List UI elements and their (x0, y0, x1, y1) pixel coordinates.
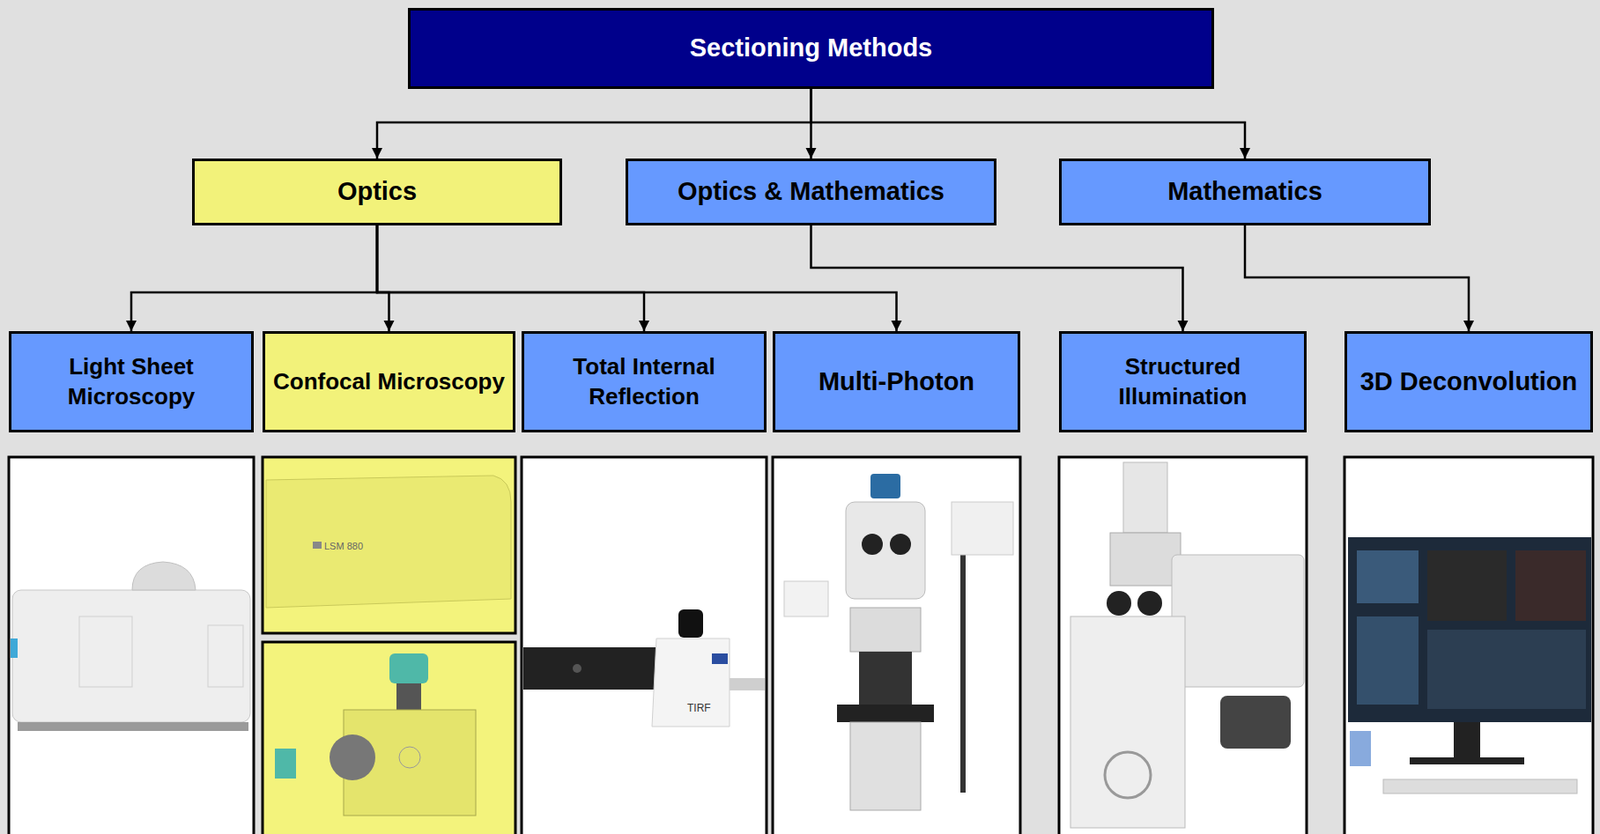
slider-bar (523, 647, 674, 690)
cable (729, 678, 765, 691)
node-label: Optics & Mathematics (672, 175, 950, 209)
connector-arrow (1244, 225, 1469, 332)
connector-arrow (811, 88, 1246, 159)
node-label: Structured Illumination (1061, 352, 1304, 413)
stand-pole (960, 519, 966, 793)
method-box: Multi-Photon (772, 331, 1021, 433)
screen-panel (1427, 629, 1586, 710)
photo-frame (1059, 457, 1307, 834)
dial (399, 747, 421, 769)
brand-mark (312, 541, 322, 549)
monitor-screen (1348, 537, 1592, 723)
brand-mark (711, 653, 728, 665)
device-port (10, 638, 18, 659)
camera (389, 653, 429, 684)
method-box: 3D Deconvolution (1344, 331, 1593, 433)
stage (837, 704, 934, 723)
eyepiece (861, 533, 883, 556)
lamp-house (1123, 462, 1168, 534)
keyboard (1383, 779, 1578, 794)
connector-arrow (131, 225, 378, 332)
monitor-foot (1409, 757, 1525, 765)
eyepiece (889, 533, 912, 556)
node-label: Light Sheet Microscopy (11, 352, 252, 413)
camera (870, 474, 901, 499)
node-label: Mathematics (1162, 175, 1328, 209)
monitor-stand (1453, 722, 1481, 758)
method-box: Light Sheet Microscopy (8, 331, 254, 433)
focus-knob (1104, 752, 1151, 799)
objective (329, 734, 376, 781)
camera (1220, 696, 1291, 749)
node-label: Total Internal Reflection (524, 352, 764, 413)
objective-turret (859, 651, 912, 705)
camera-mount (396, 683, 422, 711)
node-label: Confocal Microscopy (267, 367, 511, 398)
method-box: Total Internal Reflection (521, 331, 767, 433)
category-box: Mathematics (1059, 158, 1431, 226)
photo-text: TIRF (687, 702, 712, 715)
eyepiece (1106, 591, 1132, 616)
root-box: Sectioning Methods (407, 7, 1215, 89)
screen-panel (1427, 550, 1507, 622)
device-dome (132, 562, 196, 591)
microscope-base (850, 722, 921, 811)
photo-frame (1344, 457, 1593, 834)
screen-panel (1356, 616, 1419, 705)
screen-panel (1356, 550, 1419, 604)
connector-arrow (377, 225, 390, 332)
microscope-body (850, 607, 921, 652)
screen-panel (1515, 550, 1586, 622)
microscope-head (845, 502, 926, 600)
laser-port (784, 581, 829, 617)
connector-arrow (811, 225, 1184, 332)
microscope-body (1070, 616, 1186, 829)
device-body (12, 590, 251, 723)
device-base (17, 722, 249, 732)
eyepiece (1137, 591, 1163, 616)
connector-arrow (377, 88, 812, 159)
camera (274, 748, 297, 779)
sim-unit (1171, 555, 1304, 688)
connector-arrow (377, 225, 645, 332)
computer (1349, 731, 1371, 767)
node-label: 3D Deconvolution (1355, 365, 1584, 400)
connector-arrow (377, 225, 897, 332)
method-box: Structured Illumination (1059, 331, 1307, 433)
detector (951, 502, 1014, 556)
screw (572, 664, 582, 674)
microscope-arm (1110, 533, 1181, 586)
category-box: Optics & Mathematics (625, 158, 997, 226)
photo-frame (262, 642, 516, 834)
node-label: Sectioning Methods (684, 31, 939, 66)
photo-frame (772, 457, 1021, 834)
node-label: Optics (332, 175, 423, 209)
knob (678, 609, 704, 638)
photo-text: LSM 880 (324, 540, 363, 552)
tirf-module (651, 638, 730, 727)
photo-frame (262, 457, 516, 634)
device-door (207, 625, 244, 688)
photo-frame (8, 457, 254, 834)
photo-frame (521, 457, 767, 834)
category-box: Optics (192, 158, 563, 226)
scanner-body (266, 475, 512, 608)
node-label: Multi-Photon (813, 365, 980, 400)
device-door (79, 616, 133, 688)
method-box: Confocal Microscopy (262, 331, 516, 433)
